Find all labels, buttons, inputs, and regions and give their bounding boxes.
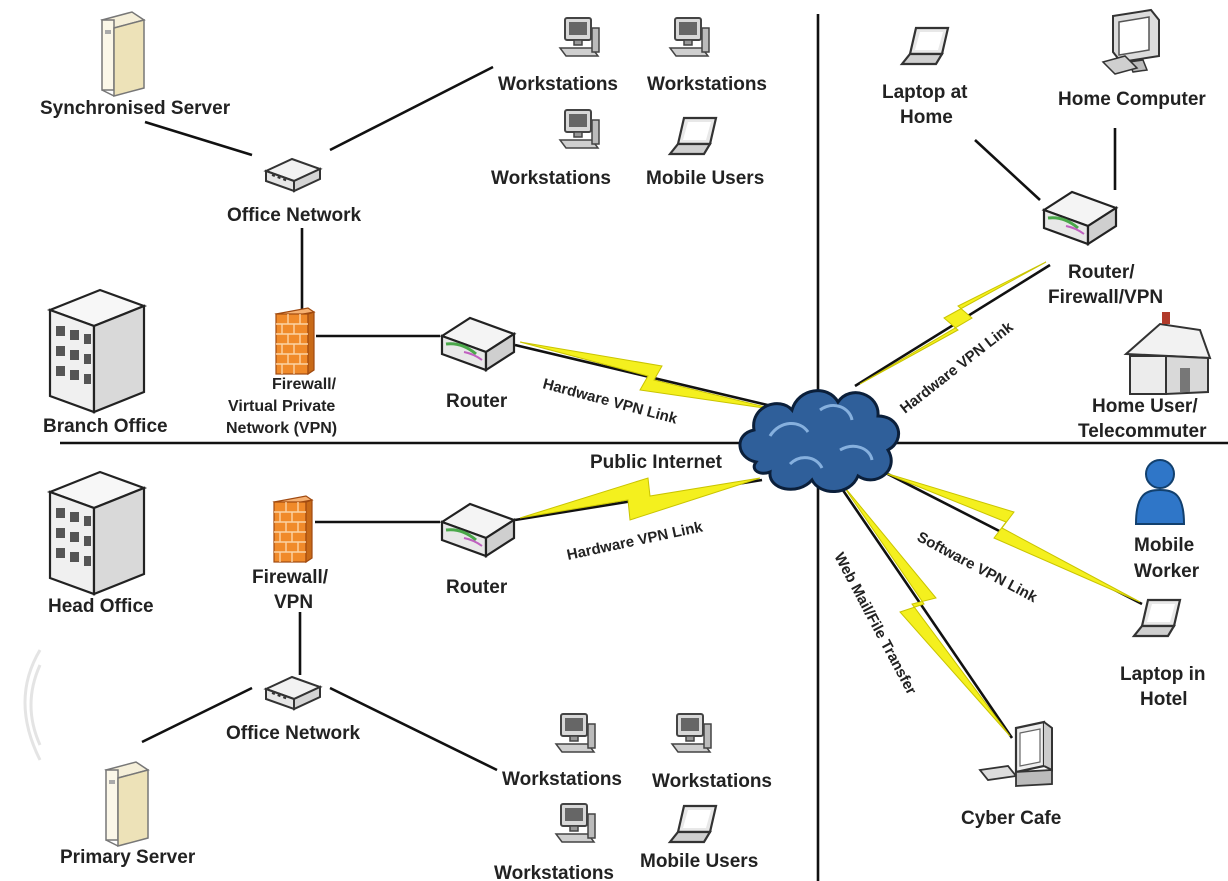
mobile-users-label: Mobile Users bbox=[640, 851, 758, 872]
router-icon bbox=[440, 502, 516, 558]
workstations-label: Workstations bbox=[647, 74, 767, 95]
internet-cloud-icon bbox=[738, 389, 900, 493]
primary-server-label: Primary Server bbox=[60, 847, 196, 868]
router-label: Router bbox=[446, 577, 508, 598]
laptop-icon bbox=[900, 26, 950, 66]
head-office-label: Head Office bbox=[48, 596, 154, 617]
person-icon bbox=[1134, 459, 1186, 525]
hardware-vpn-link-label: Hardware VPN Link bbox=[565, 518, 705, 564]
desktop-workstation-icon bbox=[559, 109, 600, 149]
laptop-at-home-label-line-1: Laptop at bbox=[882, 82, 968, 103]
firewall-vpn-label-line-1: Firewall/ bbox=[272, 376, 337, 393]
desktop-workstation-icon bbox=[559, 17, 600, 57]
lightning-bolt-icon bbox=[519, 341, 779, 411]
mobile-worker-label-line-2: Worker bbox=[1134, 561, 1200, 582]
server-tower-icon bbox=[105, 761, 149, 847]
home-user-label-line-1: Home User/ bbox=[1092, 396, 1198, 417]
hardware-vpn-link-label: Hardware VPN Link bbox=[897, 318, 1017, 417]
laptop-icon bbox=[1132, 598, 1182, 638]
office-network-label: Office Network bbox=[227, 205, 362, 226]
workstations-label: Workstations bbox=[502, 769, 622, 790]
home-computer-label: Home Computer bbox=[1058, 89, 1206, 110]
desktop-workstation-icon bbox=[671, 713, 712, 753]
background-decoration bbox=[23, 649, 42, 761]
office-building-icon bbox=[48, 470, 146, 596]
lightning-bolt-icon bbox=[519, 477, 761, 521]
vpn-lightning-bolts bbox=[519, 261, 1141, 737]
lightning-bolt-icon bbox=[841, 483, 1011, 737]
firewall-vpn-label-line-2: VPN bbox=[274, 592, 313, 613]
network-switch-icon bbox=[265, 676, 321, 710]
synchronised-server-label: Synchronised Server bbox=[40, 98, 231, 119]
laptop-at-home-label-line-2: Home bbox=[900, 107, 953, 128]
lightning-bolt-icon bbox=[881, 471, 1141, 603]
desktop-workstation-icon bbox=[555, 803, 596, 843]
connection-lines bbox=[141, 65, 1143, 772]
workstations-label: Workstations bbox=[498, 74, 618, 95]
workstations-label: Workstations bbox=[494, 863, 614, 881]
cyber-cafe-label: Cyber Cafe bbox=[961, 808, 1061, 829]
house-icon bbox=[1123, 312, 1212, 396]
laptop-in-hotel-label-line-2: Hotel bbox=[1140, 689, 1188, 710]
laptop-in-hotel-label-line-1: Laptop in bbox=[1120, 664, 1205, 685]
cyber-cafe-terminal-icon bbox=[978, 720, 1053, 787]
brick-firewall-icon bbox=[275, 307, 315, 375]
router-label: Router bbox=[446, 391, 508, 412]
laptop-icon bbox=[668, 116, 718, 156]
home-computer-icon bbox=[1101, 8, 1160, 75]
router-icon bbox=[1042, 190, 1118, 246]
firewall-vpn-label-line-1: Firewall/ bbox=[252, 567, 329, 588]
router-firewall-vpn-label-line-2: Firewall/VPN bbox=[1048, 287, 1163, 308]
brick-firewall-icon bbox=[273, 495, 313, 563]
router-firewall-vpn-label-line-1: Router/ bbox=[1068, 262, 1135, 283]
workstations-label: Workstations bbox=[652, 771, 772, 792]
router-icon bbox=[440, 316, 516, 372]
office-building-icon bbox=[48, 288, 146, 414]
office-network-label: Office Network bbox=[226, 723, 361, 744]
network-switch-icon bbox=[265, 158, 321, 192]
firewall-vpn-label-line-2: Virtual Private bbox=[228, 398, 335, 415]
lightning-bolt-icon bbox=[859, 261, 1047, 385]
firewall-vpn-label-line-3: Network (VPN) bbox=[226, 420, 337, 437]
branch-office-label: Branch Office bbox=[43, 416, 168, 437]
laptop-icon bbox=[668, 804, 718, 844]
server-tower-icon bbox=[101, 11, 145, 97]
desktop-workstation-icon bbox=[555, 713, 596, 753]
public-internet-label: Public Internet bbox=[590, 452, 723, 473]
desktop-workstation-icon bbox=[669, 17, 710, 57]
workstations-label: Workstations bbox=[491, 168, 611, 189]
home-user-label-line-2: Telecommuter bbox=[1078, 421, 1207, 442]
mobile-users-label: Mobile Users bbox=[646, 168, 764, 189]
mobile-worker-label-line-1: Mobile bbox=[1134, 535, 1194, 556]
